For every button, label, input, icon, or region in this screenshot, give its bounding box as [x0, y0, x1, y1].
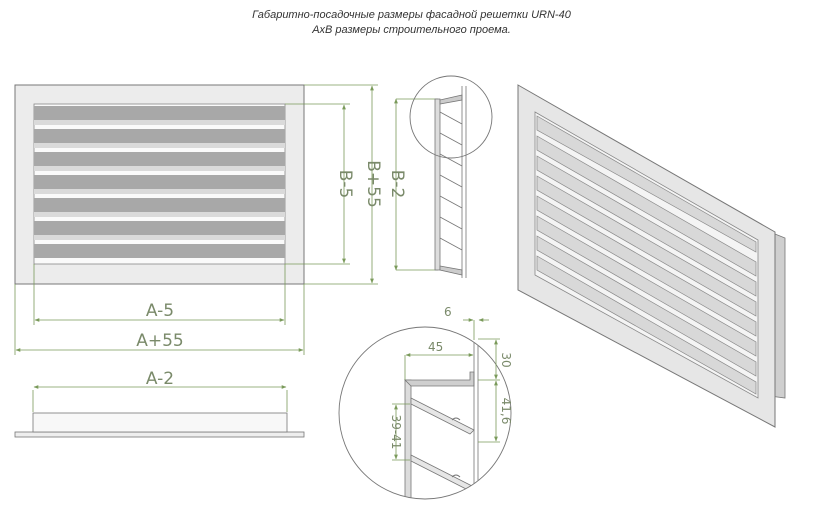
detail-section	[339, 327, 511, 499]
front-slats	[34, 106, 285, 258]
dim-b-minus-2: B-2	[387, 170, 407, 199]
dim-b-plus-55: B+55	[363, 160, 383, 208]
detail-circle-small	[409, 75, 493, 159]
dim-b-minus-5: B-5	[335, 170, 355, 199]
front-view	[14, 84, 305, 285]
front-dimension-lines	[14, 84, 438, 412]
dim-a-plus-55: A+55	[136, 331, 184, 351]
bottom-view	[14, 412, 305, 438]
dim-39-41: 39-41	[389, 415, 403, 450]
dim-a-minus-5: A-5	[146, 301, 174, 321]
dim-30: 30	[499, 352, 513, 367]
dim-41-6: 41,6	[499, 398, 513, 425]
isometric-slats	[536, 115, 757, 395]
drawing-subtitle: АхВ размеры строительного проема.	[312, 24, 511, 36]
drawing-title: Габаритно-посадочные размеры фасадной ре…	[252, 9, 571, 21]
dim-a-minus-2: A-2	[146, 369, 174, 389]
detail-circle-large	[338, 326, 512, 500]
side-section	[434, 86, 467, 278]
isometric-view	[517, 84, 786, 428]
detail-dimension-lines	[392, 318, 500, 461]
dim-45: 45	[428, 340, 443, 354]
dim-6: 6	[444, 305, 452, 319]
